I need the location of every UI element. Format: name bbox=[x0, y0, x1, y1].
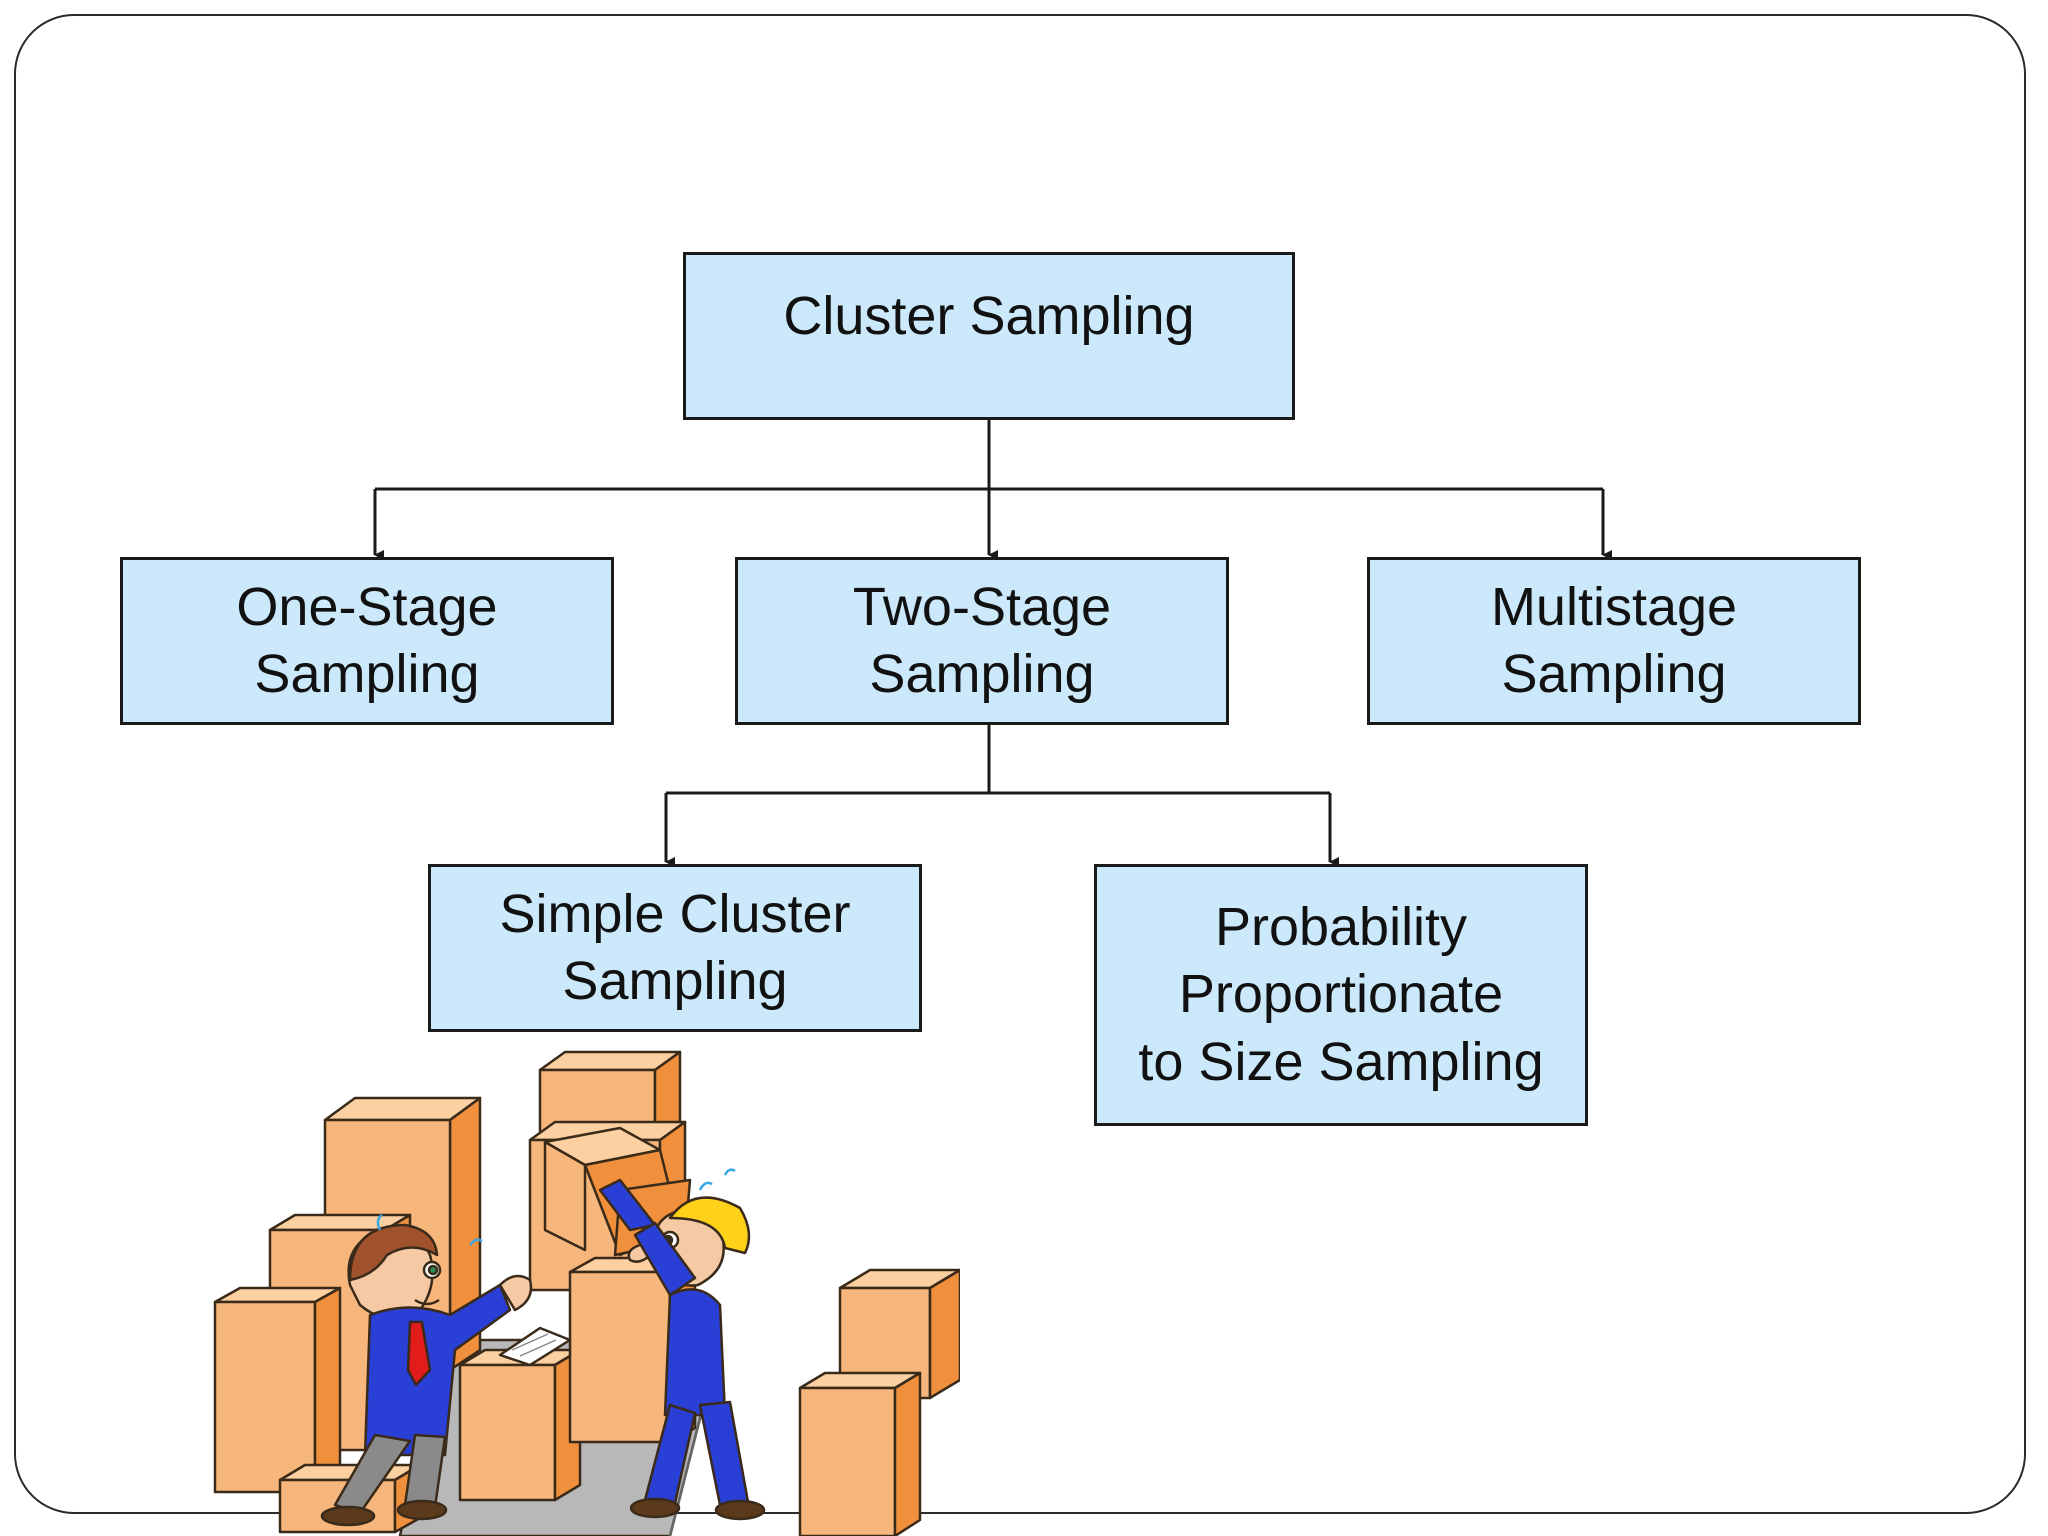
pps-sampling-label: Probability Proportionate to Size Sampli… bbox=[1138, 896, 1544, 1092]
pps-sampling-box: Probability Proportionate to Size Sampli… bbox=[1094, 864, 1588, 1126]
box-stack-right bbox=[798, 1268, 960, 1536]
cluster-sampling-box: Cluster Sampling bbox=[683, 252, 1295, 420]
two-stage-sampling-box: Two-Stage Sampling bbox=[735, 557, 1229, 725]
simple-cluster-sampling-box: Simple Cluster Sampling bbox=[428, 864, 922, 1032]
multistage-sampling-label: Multistage Sampling bbox=[1490, 576, 1738, 705]
two-stage-sampling-label: Two-Stage Sampling bbox=[852, 576, 1112, 705]
workers-stacking-boxes-icon bbox=[213, 1050, 960, 1536]
one-stage-sampling-box: One-Stage Sampling bbox=[120, 557, 614, 725]
worker-in-suit bbox=[320, 1213, 533, 1527]
simple-cluster-sampling-label: Simple Cluster Sampling bbox=[499, 883, 851, 1012]
one-stage-sampling-label: One-Stage Sampling bbox=[236, 576, 498, 705]
multistage-sampling-box: Multistage Sampling bbox=[1367, 557, 1861, 725]
cluster-sampling-label: Cluster Sampling bbox=[783, 286, 1195, 346]
worker-in-hard-hat bbox=[598, 1168, 766, 1521]
